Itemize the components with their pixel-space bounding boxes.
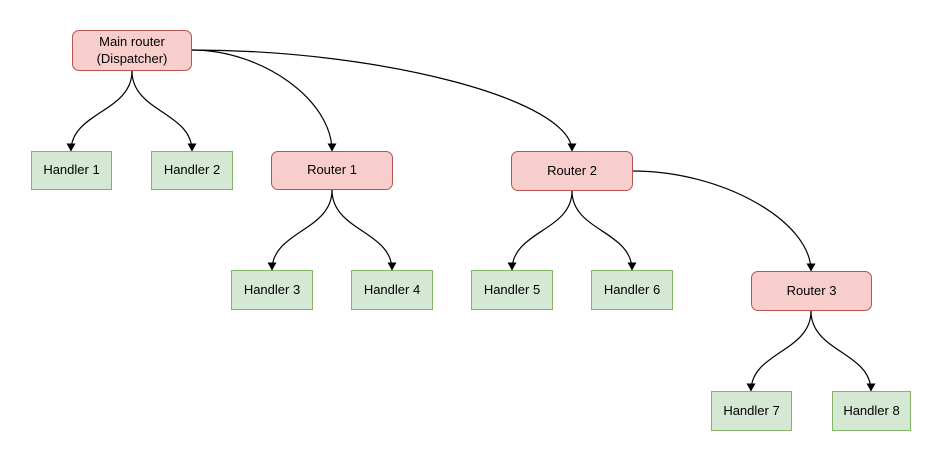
node-main-router: Main router (Dispatcher): [72, 30, 192, 71]
node-handler-1: Handler 1: [31, 151, 112, 190]
edge-router-2-to-handler-5: [507, 190, 573, 271]
node-handler-4-label: Handler 4: [363, 281, 421, 297]
edge-main-router-to-router-2: [191, 49, 577, 152]
node-handler-8-label: Handler 8: [843, 402, 900, 418]
node-router-2: Router 2: [511, 151, 633, 191]
node-handler-8: Handler 8: [832, 391, 911, 431]
node-handler-5: Handler 5: [471, 270, 553, 310]
node-router-1-label: Router 1: [307, 162, 357, 178]
node-main-router-label: Main router (Dispatcher): [96, 34, 168, 66]
node-handler-2-label: Handler 2: [163, 162, 221, 178]
node-handler-6: Handler 6: [591, 270, 673, 310]
edge-router-3-to-handler-8: [810, 310, 876, 392]
node-router-1: Router 1: [271, 151, 393, 190]
edge-router-2-to-handler-6: [571, 190, 637, 271]
node-handler-7-label: Handler 7: [723, 402, 780, 418]
node-handler-3: Handler 3: [231, 270, 313, 310]
node-handler-5-label: Handler 5: [483, 281, 541, 297]
node-handler-1-label: Handler 1: [43, 162, 100, 178]
edge-main-router-to-router-1: [191, 49, 337, 152]
node-router-3-label: Router 3: [786, 282, 837, 298]
node-handler-2: Handler 2: [151, 151, 233, 190]
edge-main-router-to-handler-1: [66, 70, 133, 152]
node-router-2-label: Router 2: [547, 162, 597, 178]
edge-main-router-to-handler-2: [131, 70, 197, 152]
node-handler-6-label: Handler 6: [603, 281, 661, 297]
node-handler-7: Handler 7: [711, 391, 792, 431]
node-router-3: Router 3: [751, 271, 872, 311]
edge-router-2-to-router-3: [632, 170, 816, 272]
edge-router-1-to-handler-4: [331, 189, 397, 271]
edge-router-3-to-handler-7: [746, 310, 812, 392]
node-handler-3-label: Handler 3: [243, 281, 301, 297]
edge-router-1-to-handler-3: [267, 189, 333, 271]
node-handler-4: Handler 4: [351, 270, 433, 310]
